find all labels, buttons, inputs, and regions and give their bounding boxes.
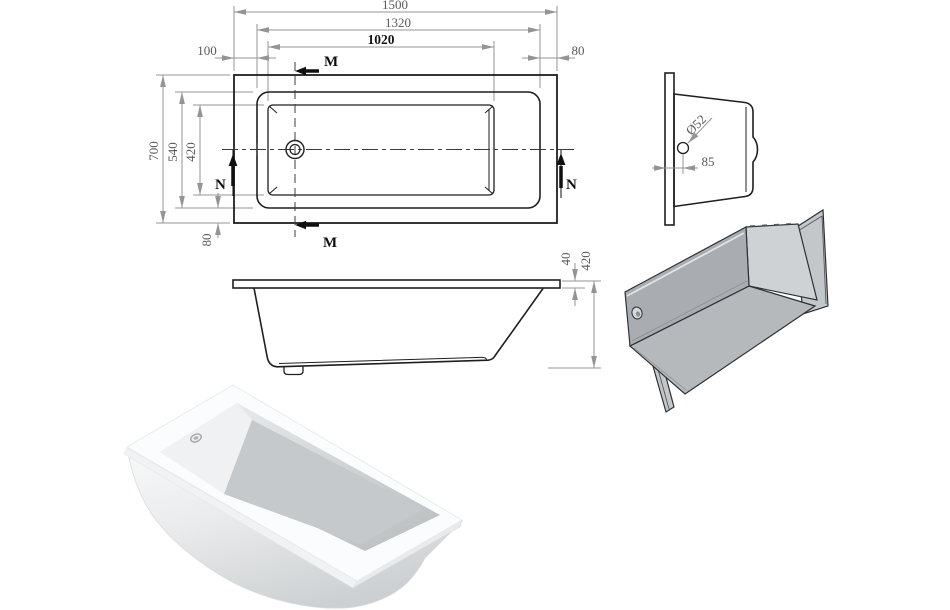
section-label-m-top: M	[324, 54, 338, 70]
dim-rim-length: 1320	[385, 15, 411, 30]
dim-rim-drop: 40	[558, 253, 573, 266]
side-rim-flange	[232, 279, 561, 289]
side-floor-line	[278, 356, 487, 364]
dim-basin-width: 420	[183, 142, 198, 162]
iso-hidden-rim-dashes	[749, 222, 795, 227]
plan-basin-chamfers	[268, 105, 494, 195]
section-marker-m-bottom: M	[295, 220, 337, 251]
section-marker-n-left: N	[215, 150, 238, 196]
end-drain-hole	[676, 141, 690, 155]
iso-floor-edge-line	[633, 347, 687, 391]
dim-rim-edge-offset: 80	[199, 234, 214, 247]
render-drain-hole-inner	[193, 436, 199, 440]
plan-centerlines	[222, 62, 578, 237]
iso-section-view	[624, 208, 829, 413]
end-dimensions	[652, 117, 713, 174]
render-basin-floor	[224, 420, 423, 544]
section-label-m-bottom: M	[323, 235, 337, 251]
dim-rim-width: 540	[165, 142, 180, 162]
dim-overall-length: 1500	[382, 0, 408, 12]
drain-inner-circle	[289, 143, 301, 156]
iso-panel-rim-highlight	[626, 232, 745, 297]
dim-basin-length: 1020	[368, 32, 395, 47]
dim-drain-offset: 85	[702, 154, 715, 169]
dim-overall-width: 700	[146, 141, 161, 161]
side-drain-bump	[283, 366, 304, 376]
section-arrow-icon	[295, 220, 306, 230]
iso-drain-hole-inner	[635, 311, 641, 317]
dim-right-offset: 80	[572, 43, 585, 58]
iso-panel-floor-line	[631, 280, 748, 342]
iso-section-panel	[624, 226, 750, 347]
end-flange	[664, 72, 675, 226]
section-arrow-icon	[228, 154, 238, 166]
side-dimensions	[548, 263, 601, 369]
end-view: Ø52 85	[652, 72, 759, 226]
section-label-n-left: N	[215, 177, 226, 193]
end-body-outline	[673, 93, 759, 208]
drain-outer-circle	[285, 139, 305, 160]
tub-3d-render	[123, 384, 463, 609]
dim-overall-height: 420	[578, 251, 593, 271]
section-arrow-icon	[295, 66, 306, 76]
dim-left-offset: 100	[197, 43, 217, 58]
side-view: 40 420	[232, 251, 601, 376]
plan-drain	[285, 139, 305, 160]
iso-far-flange-thickness	[797, 215, 827, 305]
section-marker-m-top: M	[295, 54, 338, 76]
dim-drain-diameter: Ø52	[683, 112, 709, 138]
section-marker-n-right: N	[556, 150, 577, 198]
section-arrow-icon	[556, 153, 566, 165]
side-body-outline	[253, 287, 544, 368]
plan-dimension-lines	[160, 9, 575, 238]
plan-view: 1500 1320 1020 100 80 700 540 420 80	[146, 0, 585, 251]
render-head-wall	[160, 403, 252, 494]
section-label-n-right: N	[566, 177, 577, 193]
